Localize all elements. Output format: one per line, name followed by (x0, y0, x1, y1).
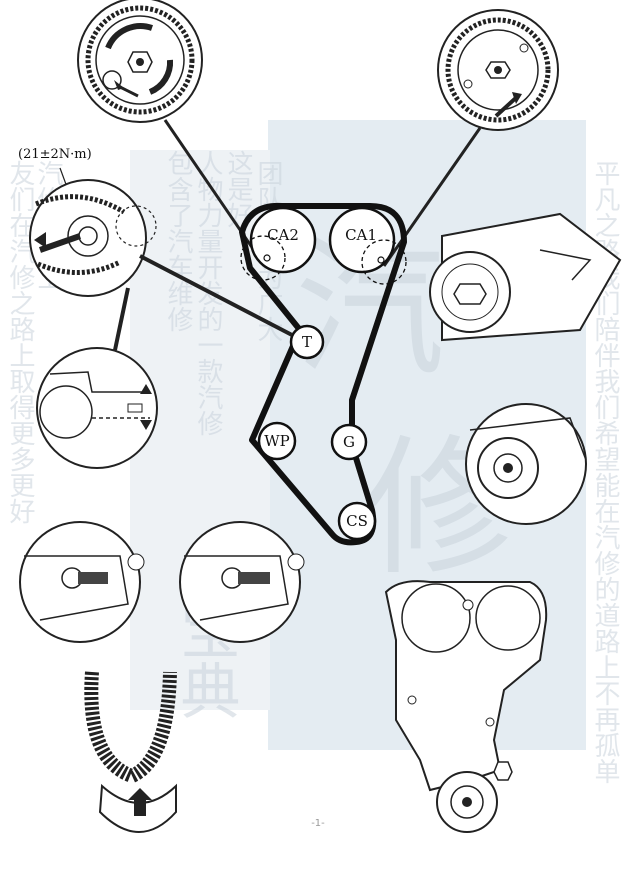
tensioner-adjust-detail (29, 179, 157, 297)
camshaft-gear-detail-right (437, 9, 559, 131)
timing-belt-layout: CA2 CA1 T WP G CS (239, 202, 407, 546)
pulley-g (330, 423, 368, 461)
label-t: T (302, 333, 312, 351)
timing-cover (384, 580, 548, 833)
pulley-ca2 (249, 206, 317, 274)
belt-install-detail (84, 671, 177, 833)
tensioner-pulley-detail (429, 212, 622, 342)
leader-line-ca1 (382, 127, 482, 267)
stud-detail-left (19, 521, 145, 643)
label-cs: CS (346, 512, 368, 530)
tensioner-gap-detail (36, 347, 158, 469)
camshaft-gear-detail-left (77, 0, 203, 123)
pulley-ca1 (328, 206, 396, 274)
pulley-cs (337, 501, 377, 541)
label-ca1: CA1 (345, 226, 377, 244)
leader-line-tensioner-detail (113, 287, 130, 351)
tensioner-mounted-detail (465, 403, 587, 525)
watermark-column-3: 包含了汽车维修 (163, 150, 193, 332)
label-g: G (343, 433, 355, 451)
label-wp: WP (264, 432, 290, 450)
label-ca2: CA2 (267, 226, 299, 244)
watermark-column-left: 友们在汽修之路上取得更多更好 (5, 160, 35, 524)
torque-spec: (21±2N·m) (18, 147, 92, 162)
leader-line-tensioner (139, 254, 293, 337)
pulley-wp (257, 421, 297, 461)
pulley-t (289, 324, 325, 360)
stud-detail-right (179, 521, 305, 643)
page-marker: -1- (311, 818, 325, 829)
